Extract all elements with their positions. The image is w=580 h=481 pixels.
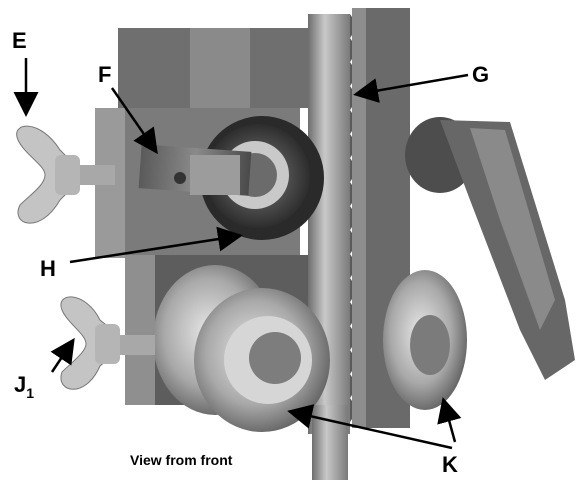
caption: View from front [130, 452, 233, 468]
wing-nut-lower [60, 296, 155, 390]
callout-g [353, 73, 469, 103]
lower-guide-bearing-rear [383, 270, 467, 410]
lower-guide-bearing-front [153, 265, 330, 432]
label-e: E [12, 28, 27, 53]
label-h: H [40, 256, 56, 281]
adjustment-shaft [138, 144, 252, 196]
lever-handle [405, 117, 575, 380]
label-k: K [442, 452, 458, 477]
callout-f [110, 87, 158, 155]
label-f: F [98, 62, 111, 87]
callout-h [69, 226, 243, 264]
callout-lines [13, 58, 469, 450]
blade-guard-post [352, 8, 410, 428]
label-g: G [472, 62, 489, 87]
label-j-subscript: 1 [26, 385, 34, 401]
callout-k-front [287, 404, 453, 450]
wing-nut-upper [16, 125, 115, 224]
callout-k-rear [437, 397, 462, 443]
saw-blade [308, 14, 358, 480]
callout-j1 [50, 337, 75, 373]
label-j: J1 [14, 372, 34, 401]
upper-guide-bearing [200, 116, 324, 240]
